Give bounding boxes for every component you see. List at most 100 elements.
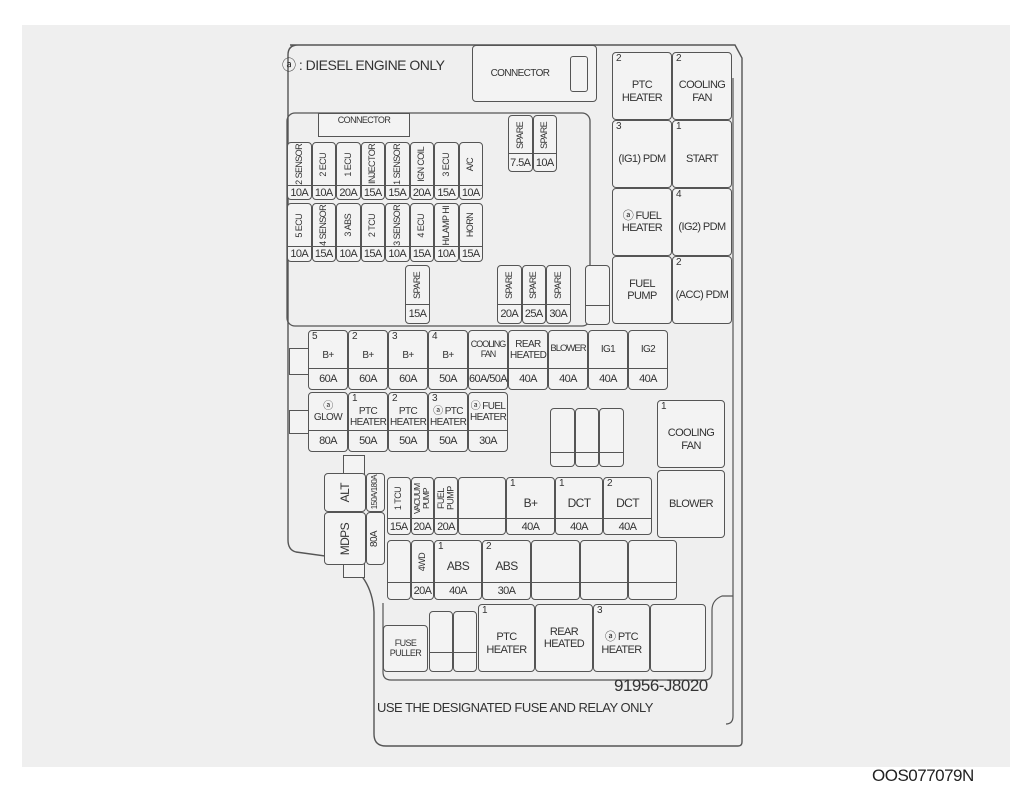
fuse-label-column: 2SENSOR	[294, 144, 304, 185]
fuse-amperage-cell	[629, 582, 676, 599]
fuse-amperage: 40A	[521, 520, 540, 533]
fuse-amperage-cell: 20A	[412, 582, 433, 599]
fuse-label-wrap: ABS	[484, 552, 529, 582]
fuse-amperage: 20A	[413, 520, 432, 533]
fuse-amperage-cell: 30A	[469, 430, 507, 451]
fuse-label: B+	[322, 349, 334, 361]
fuse-amperage: 7.5A	[510, 156, 531, 169]
relay: REAR HEATED	[535, 604, 593, 672]
fuse-amperage-cell: 15A	[312, 246, 335, 261]
fuse-label: IG2	[640, 344, 656, 355]
fuse-amperage-cell: 10A	[288, 185, 311, 199]
fuse-amperage: 15A	[408, 308, 427, 320]
fuse-label-block: COOLING FAN	[470, 339, 507, 360]
fuse-label-wrap: 3SENSOR	[387, 205, 408, 246]
fuse-amperage-cell: 50A	[429, 430, 467, 451]
fuse-label-wrap: IG2	[630, 331, 666, 368]
fuse-amperage: 50A	[359, 435, 377, 447]
amp-column: 80A	[369, 531, 381, 547]
fuse-number: 5	[312, 331, 318, 342]
fuse-label: ABS	[446, 559, 470, 574]
fuse-number: 3	[432, 393, 438, 404]
fuse-amperage: 40A	[639, 373, 657, 385]
fuse-amperage-cell: 40A	[549, 368, 587, 389]
fuse-label: SENSOR	[318, 205, 329, 240]
fuse-label-wrap: COOLING FAN	[659, 412, 723, 467]
fuse-label-column: 1TCU	[393, 486, 404, 510]
fuse-number: 3	[440, 171, 451, 177]
fuse-label-wrap: ABS	[436, 552, 480, 582]
divider	[454, 652, 476, 654]
fuse-number: 2	[676, 53, 682, 64]
fuse-label-wrap: PTC HEATER	[480, 616, 533, 671]
fuse-label: TCU	[393, 486, 404, 504]
fuse-amperage-cell: 60A	[349, 368, 387, 389]
fuse-amperage-cell: 20A	[411, 518, 433, 534]
fuse-label-block: B+	[442, 350, 454, 361]
fuse-label: BLOWER	[550, 343, 586, 355]
fuse-label: IGN COIL	[416, 147, 427, 182]
fuse-number: 2	[318, 171, 329, 177]
alt-amperage: 150A/180A	[366, 473, 385, 512]
fuse-label: ABS	[342, 214, 353, 231]
fuse-label: FUEL PUMP	[627, 277, 657, 302]
fuse-amperage: 50A	[439, 373, 457, 385]
fuse-label: ECU	[440, 152, 451, 170]
fuse-amperage: 40A	[618, 520, 637, 533]
fusible-link: COOLING FAN 60A/50A	[468, 330, 508, 390]
fuse-label-block: FUEL PUMP	[614, 278, 670, 302]
fuse-label: COOLING FAN	[667, 427, 715, 452]
fuse-label-block: REAR HEATED	[537, 626, 591, 650]
fuse-number: 1	[510, 478, 516, 489]
fuse-label-column: 1SENSOR	[392, 144, 402, 185]
fuse-label-block: ⓐ GLOW	[310, 401, 346, 423]
fuse-label: (IG1) PDM	[618, 153, 666, 166]
fuse-amperage: 10A	[290, 186, 309, 199]
mdps-amperage: 80A	[366, 512, 385, 565]
fuse-label-wrap: ⓐ FUEL HEATER	[470, 393, 507, 430]
fuse-amperage-cell: 20A	[498, 304, 521, 323]
fuse-label: PTC HEATER	[486, 631, 527, 656]
fuse-label: ⓐ PTC HEATER	[430, 406, 467, 428]
fuse-label-wrap: B+	[430, 342, 466, 368]
fuse-amperage-cell: 10A	[459, 185, 482, 199]
fuse-label-block: ⓐ FUEL HEATER	[470, 401, 507, 423]
fuse-label-wrap: A/C	[461, 144, 482, 185]
fuse-amperage: 15A	[437, 186, 456, 199]
fuse-label: (ACC) PDM	[675, 289, 729, 302]
fuse-label-wrap: B+	[310, 342, 346, 368]
fuse-label-column: INJECTOR	[367, 144, 378, 185]
fuse-label-wrap: PTC HEATER	[614, 64, 670, 119]
fuse-label-wrap: BLOWER	[659, 471, 723, 537]
fuse-label-column: 2TCU	[367, 213, 378, 237]
divider	[600, 452, 623, 454]
fuse-label-wrap: B+	[508, 489, 553, 518]
fuse-label: INJECTOR	[367, 144, 378, 185]
fuse-label: SPARE	[528, 272, 539, 299]
fuse-label-wrap: ⓐ PTC HEATER	[595, 616, 648, 671]
stub	[289, 410, 309, 434]
fuse-amperage-cell: 10A	[288, 246, 311, 261]
fuse-number: 1	[661, 401, 667, 412]
fuse-label: TCU	[367, 213, 378, 231]
fuse-label-wrap: DCT	[557, 489, 601, 518]
fuse-amperage: 20A	[413, 585, 432, 597]
fuse-label-wrap: PTC HEATER	[350, 404, 387, 430]
fuse-amperage-cell: 30A	[547, 304, 570, 323]
fuse-amperage-cell: 10A	[337, 246, 360, 261]
fuse-label: A/C	[465, 157, 476, 172]
fuse-label-wrap: PTC HEATER	[390, 404, 427, 430]
fuse-amperage-cell: 60A/50A	[469, 368, 507, 389]
relay-cooling-fan: COOLING FAN 1	[657, 400, 725, 468]
fuse-label: MDPS	[337, 522, 352, 556]
